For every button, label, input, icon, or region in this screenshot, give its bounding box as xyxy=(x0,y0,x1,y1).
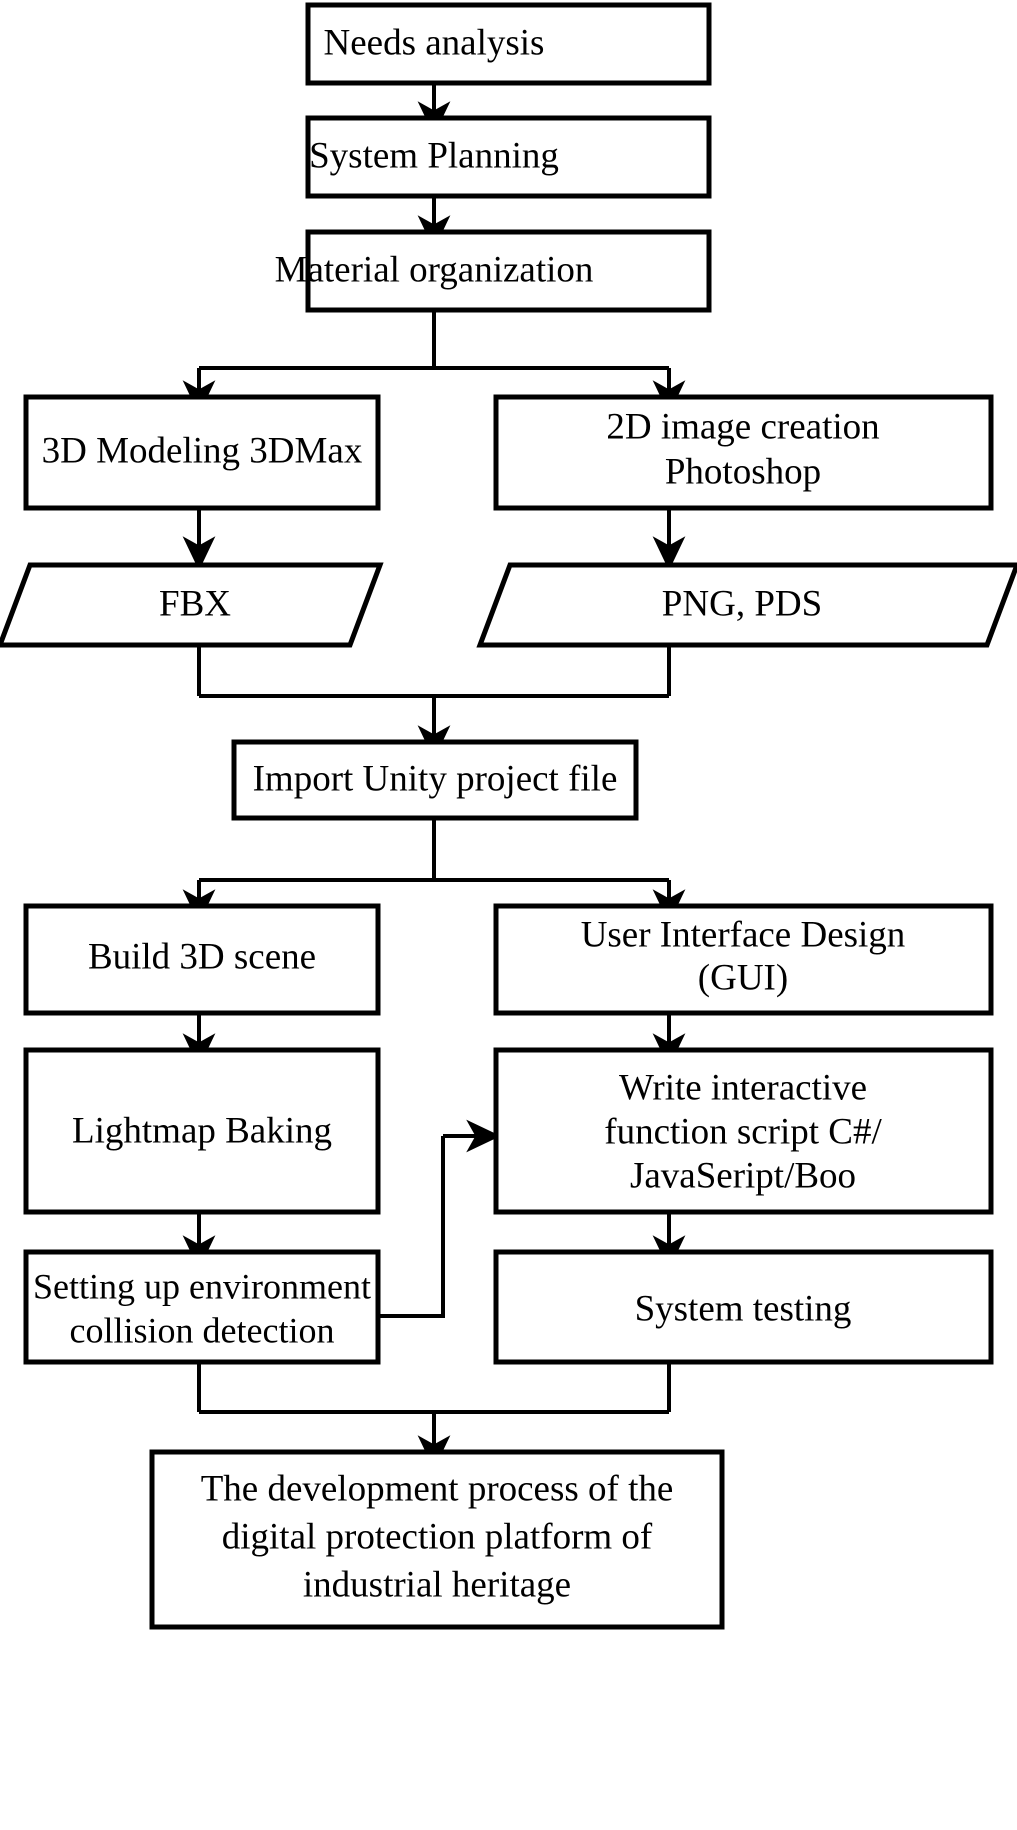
edge-assets-merge-trunk xyxy=(197,645,671,728)
node-fbx[interactable]: FBX xyxy=(0,562,384,648)
node-label-writescript-line3: JavaSeript/Boo xyxy=(630,1155,856,1196)
node-label-collision-line1: Setting up environment xyxy=(33,1266,371,1306)
node-collision-detection[interactable]: Setting up environment collision detecti… xyxy=(23,1249,381,1365)
node-system-testing[interactable]: System testing xyxy=(493,1249,994,1365)
node-lightmap-baking[interactable]: Lightmap Baking xyxy=(23,1047,381,1215)
node-label-fbx: FBX xyxy=(159,583,231,624)
node-label-lightmap-baking: Lightmap Baking xyxy=(72,1110,332,1151)
node-label-uidesign-line2: (GUI) xyxy=(698,957,788,998)
node-3d-modeling[interactable]: 3D Modeling 3DMax xyxy=(23,394,381,511)
edge-import-split-trunk xyxy=(199,818,669,882)
node-label-3d-modeling: 3D Modeling 3DMax xyxy=(42,430,363,471)
node-2d-image-creation[interactable]: 2D image creation Photoshop xyxy=(493,394,994,511)
node-label-final-line2: digital protection platform of xyxy=(222,1516,653,1557)
edge-material-split-trunk xyxy=(199,310,669,370)
node-material-organization[interactable]: Material organization xyxy=(275,229,712,313)
node-user-interface-design[interactable]: User Interface Design (GUI) xyxy=(493,903,994,1016)
node-label-final-line3: industrial heritage xyxy=(303,1564,571,1605)
node-label-system-planning: System Planning xyxy=(309,135,559,176)
node-png-pds[interactable]: PNG, PDS xyxy=(476,562,1017,648)
node-import-unity[interactable]: Import Unity project file xyxy=(231,739,639,821)
node-label-png-pds: PNG, PDS xyxy=(662,583,822,624)
node-needs-analysis[interactable]: Needs analysis xyxy=(305,2,712,86)
node-label-2d-image-creation-line1: 2D image creation xyxy=(606,406,879,447)
edge-collision-to-writescript-elbow xyxy=(377,1136,445,1318)
node-label-import-unity: Import Unity project file xyxy=(253,758,618,799)
node-write-script[interactable]: Write interactive function script C#/ Ja… xyxy=(493,1047,994,1215)
node-label-writescript-line2: function script C#/ xyxy=(604,1111,882,1152)
node-system-planning[interactable]: System Planning xyxy=(305,115,712,199)
node-label-build-3d-scene: Build 3D scene xyxy=(88,936,316,977)
edge-bottom-merge-trunk xyxy=(197,1361,671,1414)
node-label-collision-line2: collision detection xyxy=(70,1310,335,1350)
node-label-2d-image-creation-line2: Photoshop xyxy=(665,451,821,492)
node-label-writescript-line1: Write interactive xyxy=(619,1067,867,1108)
node-final-output[interactable]: The development process of the digital p… xyxy=(149,1449,725,1630)
node-label-final-line1: The development process of the xyxy=(201,1468,674,1509)
node-label-needs-analysis: Needs analysis xyxy=(324,22,545,63)
node-label-material-organization: Material organization xyxy=(275,249,594,290)
node-label-system-testing: System testing xyxy=(635,1288,852,1329)
node-build-3d-scene[interactable]: Build 3D scene xyxy=(23,903,381,1016)
node-label-uidesign-line1: User Interface Design xyxy=(581,914,906,955)
